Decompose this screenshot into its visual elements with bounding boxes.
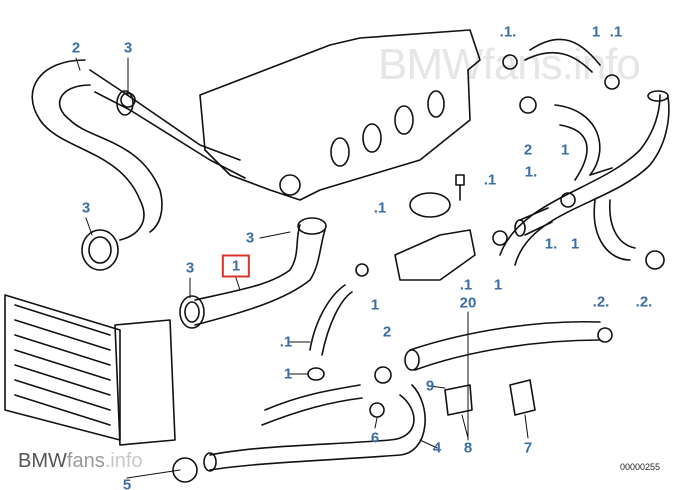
thermostat-housing [394, 229, 476, 281]
part-label[interactable]: .2. [635, 293, 653, 311]
part-label[interactable]: 2 [71, 39, 81, 57]
part-label[interactable]: 7 [523, 439, 533, 457]
hose-2 [31, 59, 145, 241]
part-label[interactable]: 1 [560, 141, 570, 159]
part-label[interactable]: 3 [123, 39, 133, 57]
part-label[interactable]: 1 [570, 235, 580, 253]
part-label[interactable]: .1 [459, 276, 473, 294]
part-label[interactable]: 1 [370, 296, 380, 314]
part-label[interactable]: 5 [122, 476, 132, 490]
watermark-fans: fans [66, 450, 105, 472]
diagram-number: 00000255 [620, 462, 661, 472]
part-label[interactable]: 4 [432, 439, 442, 457]
part-label[interactable]: .2. [592, 293, 610, 311]
part-label[interactable]: .1 [373, 199, 387, 217]
engine-block [199, 29, 481, 201]
part-label-highlighted[interactable]: 1 [221, 254, 251, 278]
watermark-brand: BMW [18, 450, 67, 472]
part-label[interactable]: 1 [493, 276, 503, 294]
part-label[interactable]: 1. [524, 163, 538, 181]
part-label[interactable]: 9 [425, 377, 435, 395]
part-label[interactable]: 3 [81, 199, 91, 217]
hose-4 [209, 384, 426, 471]
part-label[interactable]: 20 [459, 294, 477, 312]
part-label[interactable]: 2 [523, 141, 533, 159]
watermark-bottom: BMWfans.info [18, 450, 143, 473]
part-label[interactable]: .1 [609, 23, 623, 41]
part-label[interactable]: 8 [463, 439, 473, 457]
part-label[interactable]: 1 [591, 23, 601, 41]
watermark-top: BMWfans.info [378, 40, 641, 89]
part-label[interactable]: .1. [499, 23, 517, 41]
watermark-info: .info [104, 450, 143, 472]
part-label[interactable]: 3 [185, 259, 195, 277]
part-label[interactable]: 1. [544, 235, 558, 253]
bracket-7 [509, 379, 536, 416]
part-label[interactable]: 6 [370, 429, 380, 447]
part-label[interactable]: 3 [245, 229, 255, 247]
part-label[interactable]: 1 [283, 365, 293, 383]
part-label[interactable]: 2 [382, 323, 392, 341]
bracket-8 [444, 384, 473, 416]
part-label[interactable]: .1 [279, 333, 293, 351]
part-label[interactable]: .1 [483, 171, 497, 189]
hose-1 [194, 224, 301, 301]
clamps [120, 54, 665, 418]
